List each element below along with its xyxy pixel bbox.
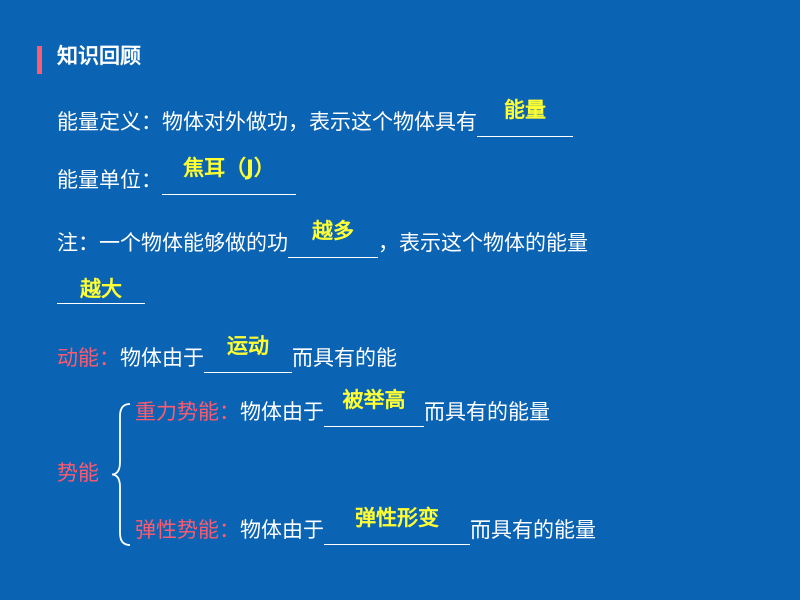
elastic-prefix: 物体由于 (240, 518, 324, 542)
definition-blank: 能量 (477, 98, 573, 137)
unit-answer: 焦耳（J） (183, 156, 275, 180)
definition-text: 物体对外做功，表示这个物体具有 (162, 110, 477, 134)
potential-label: 势能 (57, 461, 99, 485)
brace-icon (111, 403, 131, 546)
unit-label: 能量单位： (57, 168, 162, 192)
unit-blank: 焦耳（J） (162, 156, 296, 195)
gravity-answer: 被举高 (342, 388, 406, 412)
kinetic-line: 动能：物体由于运动而具有的能 (57, 334, 397, 373)
note-line-2: 越大 (57, 275, 145, 304)
note-blank-2: 越大 (57, 275, 145, 304)
definition-label: 能量定义： (57, 110, 162, 134)
note-suffix: ，表示这个物体的能量 (378, 231, 588, 255)
note-prefix: 注：一个物体能够做的功 (57, 231, 288, 255)
kinetic-suffix: 而具有的能 (292, 346, 397, 370)
gravity-blank: 被举高 (324, 388, 424, 427)
kinetic-prefix: 物体由于 (120, 346, 204, 370)
page-title: 知识回顾 (57, 44, 141, 68)
elastic-line: 弹性势能：物体由于 弹性形变而具有的能量 (135, 506, 596, 545)
kinetic-answer: 运动 (227, 334, 269, 358)
gravity-label: 重力势能： (135, 400, 240, 424)
note-blank-1: 越多 (288, 219, 378, 258)
kinetic-blank: 运动 (204, 334, 292, 373)
gravity-line: 重力势能：物体由于被举高而具有的能量 (135, 388, 550, 427)
note-line-1: 注：一个物体能够做的功越多 ，表示这个物体的能量 (57, 219, 588, 258)
gravity-prefix: 物体由于 (240, 400, 324, 424)
elastic-suffix: 而具有的能量 (470, 518, 596, 542)
elastic-blank: 弹性形变 (324, 506, 470, 545)
title-accent-bar (37, 46, 42, 74)
kinetic-label: 动能： (57, 346, 120, 370)
note-answer-2: 越大 (80, 277, 122, 301)
definition-answer: 能量 (504, 98, 546, 122)
note-answer-1: 越多 (312, 219, 354, 243)
elastic-answer: 弹性形变 (355, 506, 439, 530)
elastic-label: 弹性势能： (135, 518, 240, 542)
gravity-suffix: 而具有的能量 (424, 400, 550, 424)
unit-line: 能量单位： 焦耳（J） (57, 156, 296, 195)
definition-line: 能量定义：物体对外做功，表示这个物体具有 能量 (57, 98, 573, 137)
